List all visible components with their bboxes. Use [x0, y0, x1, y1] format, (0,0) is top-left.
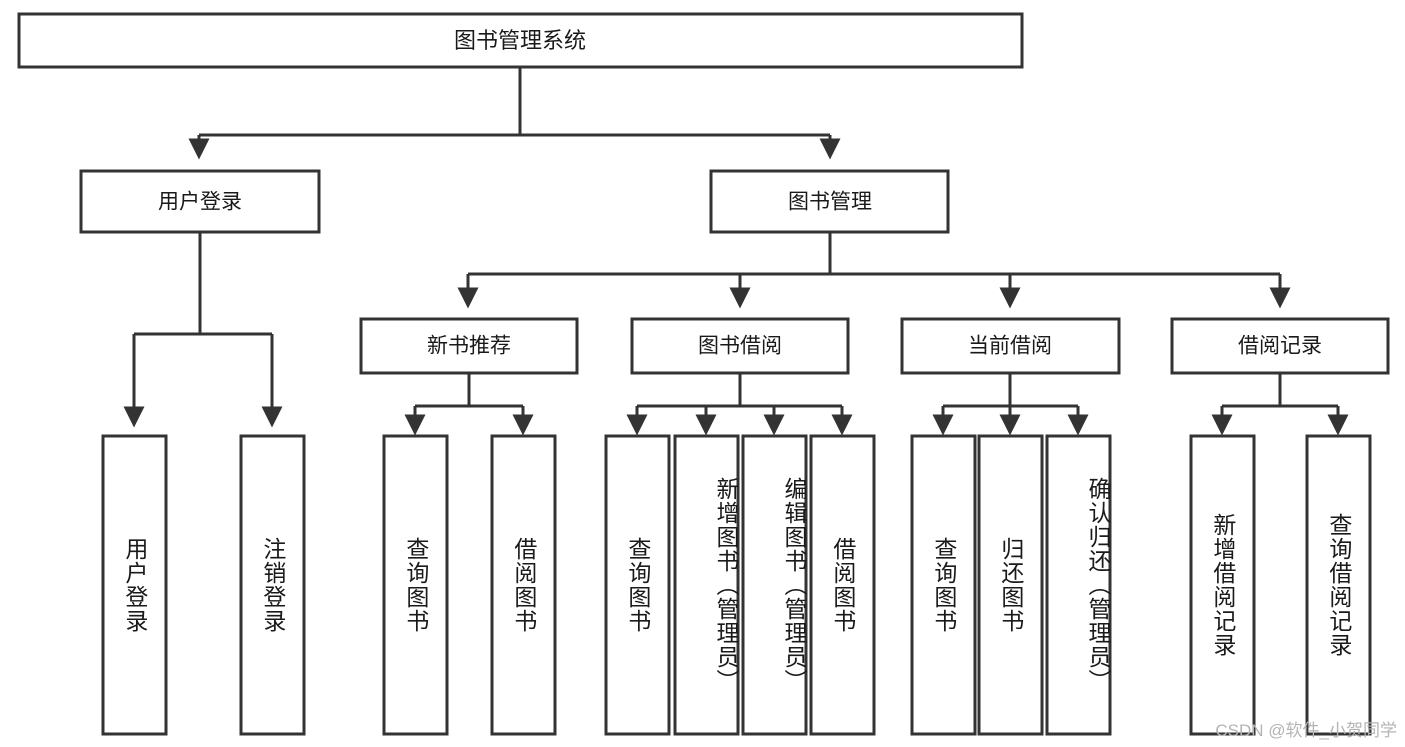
leaf-box-new-book-recommend-1[interactable]: [490, 434, 557, 736]
leaf-box-book-borrow-0[interactable]: [604, 434, 671, 736]
node-book-manage[interactable]: 图书管理: [709, 169, 950, 234]
leaf-box-borrow-record-0[interactable]: [1189, 434, 1256, 736]
node-new-book-recommend-label: 新书推荐: [427, 335, 511, 358]
connector-root-to-level2: [188, 67, 841, 160]
connector-new-book-recommend-to-leaves: [404, 373, 534, 436]
connector-borrow-record-to-leaves: [1211, 373, 1349, 436]
node-user-login[interactable]: 用户登录: [79, 169, 321, 234]
leaf-box-book-borrow-1[interactable]: [673, 434, 740, 736]
leaf-box-current-borrow-1[interactable]: [977, 434, 1044, 736]
node-book-borrow[interactable]: 图书借阅: [630, 317, 850, 375]
leaf-box-borrow-record-1[interactable]: [1305, 434, 1372, 736]
leaf-box-current-borrow-2[interactable]: [1045, 434, 1112, 736]
node-borrow-record[interactable]: 借阅记录: [1170, 317, 1390, 375]
connector-book-manage-to-level3: [457, 232, 1291, 309]
csdn-watermark: CSDN @软件_小贺同学: [1215, 721, 1397, 740]
leaf-box-current-borrow-0[interactable]: [910, 434, 977, 736]
node-book-manage-label: 图书管理: [788, 191, 872, 214]
leaf-box-book-borrow-2[interactable]: [741, 434, 808, 736]
node-root-label: 图书管理系统: [454, 28, 586, 53]
node-root[interactable]: 图书管理系统: [17, 12, 1024, 69]
leaf-box-user-login-0[interactable]: [101, 434, 168, 736]
connector-user-login-to-leaves: [123, 232, 283, 428]
node-current-borrow-label: 当前借阅: [968, 335, 1052, 358]
leaf-box-new-book-recommend-0[interactable]: [382, 434, 449, 736]
node-user-login-label: 用户登录: [158, 191, 242, 214]
node-borrow-record-label: 借阅记录: [1238, 335, 1322, 358]
connector-current-borrow-to-leaves: [932, 373, 1089, 436]
leaf-box-book-borrow-3[interactable]: [809, 434, 876, 736]
leaf-box-user-login-1[interactable]: [239, 434, 306, 736]
connector-book-borrow-to-leaves: [626, 373, 853, 436]
node-book-borrow-label: 图书借阅: [698, 335, 782, 358]
node-current-borrow[interactable]: 当前借阅: [900, 317, 1121, 375]
node-new-book-recommend[interactable]: 新书推荐: [359, 317, 579, 375]
